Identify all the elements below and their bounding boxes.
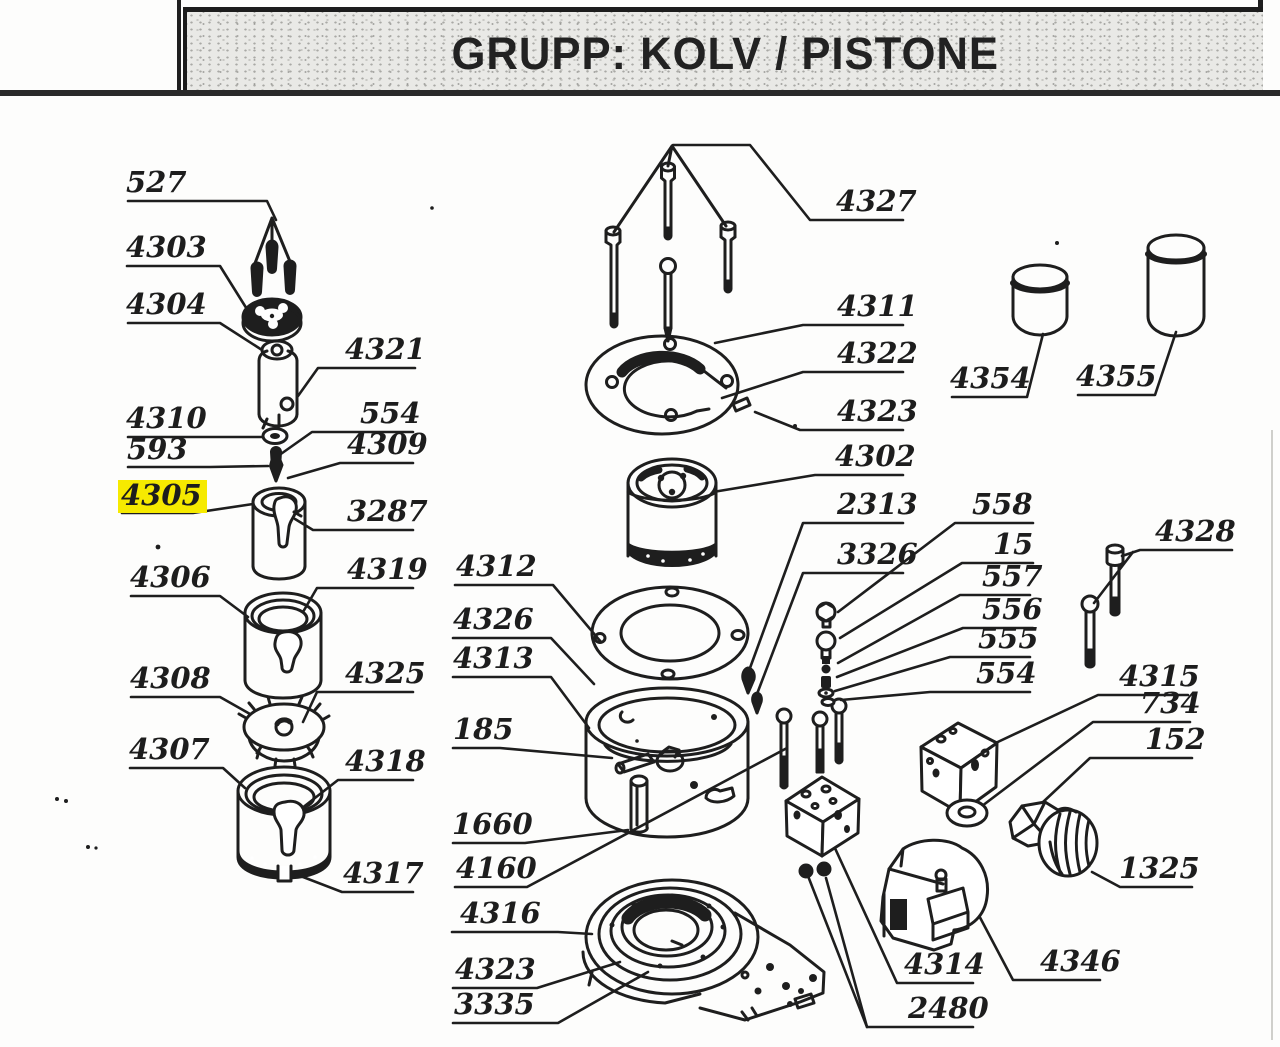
part-label-4307: 4307 xyxy=(129,732,210,766)
part-label-4327: 4327 xyxy=(836,184,917,218)
plate-4316 xyxy=(581,878,826,1022)
part-label-554-right: 554 xyxy=(976,656,1037,690)
star-washer-4308 xyxy=(237,695,331,768)
part-label-4313: 4313 xyxy=(453,641,534,675)
part-label-4316: 4316 xyxy=(460,896,541,930)
part-label-1325: 1325 xyxy=(1119,851,1200,885)
part-label-4160: 4160 xyxy=(456,851,537,885)
part-label-4312: 4312 xyxy=(456,549,537,583)
flange-4311 xyxy=(584,334,752,436)
part-label-4319: 4319 xyxy=(347,552,428,586)
part-label-558: 558 xyxy=(972,487,1033,521)
part-label-4325: 4325 xyxy=(345,656,426,690)
part-label-527: 527 xyxy=(126,165,187,199)
scan-edge xyxy=(1271,430,1273,1040)
part-label-4315: 4315 xyxy=(1119,659,1200,693)
part-label-4314: 4314 xyxy=(904,947,985,981)
cylinder-4321 xyxy=(257,339,299,430)
header-divider xyxy=(0,90,1280,96)
screw-set-4328 xyxy=(1080,543,1125,669)
stud-set-4327 xyxy=(604,144,737,343)
gasket-4312 xyxy=(590,585,750,681)
sleeve-4305 xyxy=(251,486,307,581)
pin-set-2480 xyxy=(798,861,832,879)
stud-set-4160 xyxy=(775,697,848,790)
part-label-593: 593 xyxy=(127,432,188,466)
part-label-4308: 4308 xyxy=(130,661,211,695)
part-label-4311: 4311 xyxy=(837,289,918,323)
part-label-4306: 4306 xyxy=(130,560,211,594)
part-label-4318: 4318 xyxy=(345,744,426,778)
part-label-555: 555 xyxy=(978,621,1039,655)
valve-block-4315 xyxy=(919,721,999,815)
part-label-1660: 1660 xyxy=(452,807,533,841)
part-label-15: 15 xyxy=(993,527,1034,561)
part-label-556: 556 xyxy=(982,592,1043,626)
cylinder-4302 xyxy=(626,457,718,567)
part-label-4304: 4304 xyxy=(126,287,207,321)
part-label-4328: 4328 xyxy=(1155,514,1236,548)
part-label-4346: 4346 xyxy=(1040,944,1121,978)
cone-2313 xyxy=(741,666,756,695)
small-parts-554-558 xyxy=(815,601,837,707)
part-label-4354: 4354 xyxy=(950,361,1031,395)
cup-4313 xyxy=(584,686,750,839)
piston-4306 xyxy=(243,591,323,700)
group-title: GRUPP: KOLV / PISTONE xyxy=(451,28,999,79)
washer-734 xyxy=(945,798,989,828)
part-label-3287: 3287 xyxy=(347,494,428,528)
part-label-4302: 4302 xyxy=(835,439,916,473)
part-label-4309: 4309 xyxy=(347,427,428,461)
part-label-3326: 3326 xyxy=(837,537,918,571)
group-title-bar: GRUPP: KOLV / PISTONE xyxy=(183,7,1263,96)
part-label-4321: 4321 xyxy=(345,332,426,366)
part-label-2480: 2480 xyxy=(908,991,989,1025)
disc-4303 xyxy=(241,297,303,343)
part-label-185: 185 xyxy=(453,712,514,746)
part-label-4317: 4317 xyxy=(343,856,424,890)
piston-4307 xyxy=(236,765,332,883)
part-label-554-left: 554 xyxy=(360,396,421,430)
solenoid-4346 xyxy=(879,838,990,952)
part-label-2313: 2313 xyxy=(837,487,918,521)
cap-4355 xyxy=(1145,233,1207,338)
part-label-557: 557 xyxy=(982,559,1043,593)
part-label-4305-highlighted: 4305 xyxy=(118,480,207,514)
part-label-734: 734 xyxy=(1140,686,1201,720)
part-label-4326: 4326 xyxy=(453,602,534,636)
knob-1325 xyxy=(1008,800,1099,878)
washer-4310 xyxy=(261,427,289,445)
table-rule-left xyxy=(177,0,181,96)
part-label-4355: 4355 xyxy=(1076,359,1157,393)
pin-4309 xyxy=(269,446,284,483)
leader-lines xyxy=(120,143,1234,1029)
cap-4354 xyxy=(1010,263,1070,337)
part-label-4303: 4303 xyxy=(126,230,207,264)
part-label-3335: 3335 xyxy=(454,987,535,1021)
part-label-4323-bottom: 4323 xyxy=(455,952,536,986)
part-label-4323-top: 4323 xyxy=(837,394,918,428)
part-label-4322: 4322 xyxy=(837,336,918,370)
part-label-152: 152 xyxy=(1145,722,1206,756)
scan-specks xyxy=(55,206,1059,850)
valve-block-4314 xyxy=(784,775,861,858)
part-label-4310: 4310 xyxy=(126,401,207,435)
cone-3326 xyxy=(751,691,763,715)
needle-set-527 xyxy=(250,216,297,297)
